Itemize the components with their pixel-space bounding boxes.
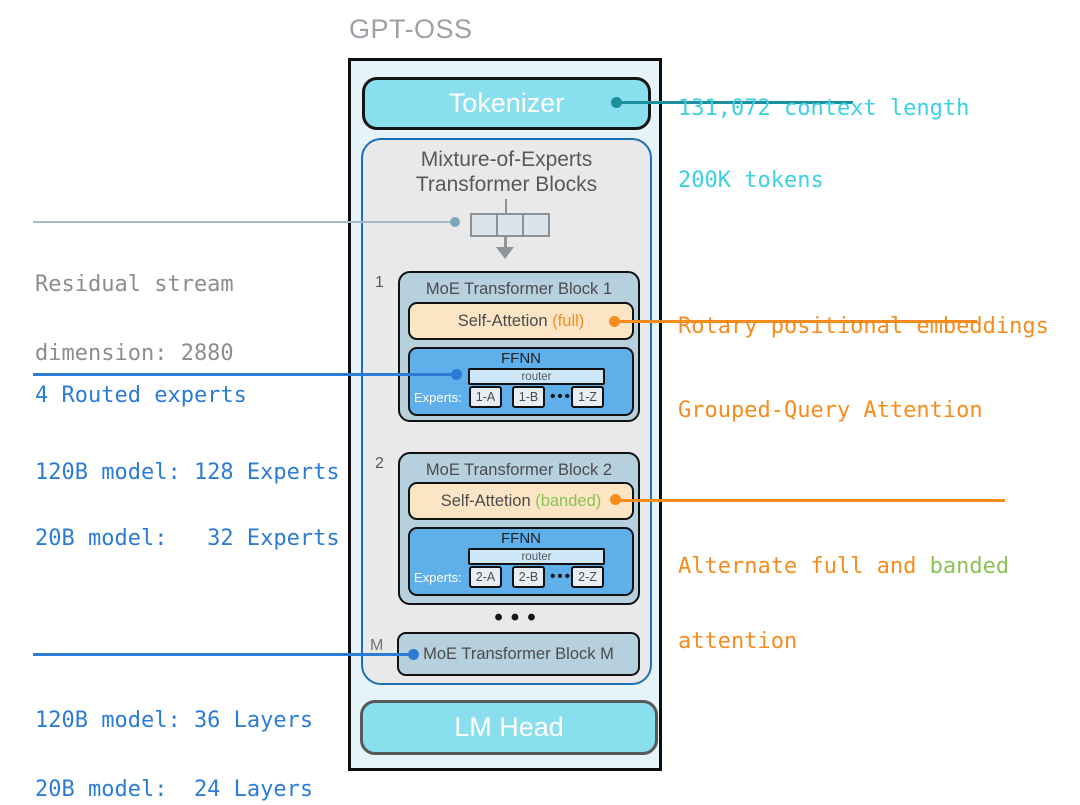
layers-callout-line — [33, 653, 414, 656]
alternate-attention-callout-dot — [610, 494, 621, 505]
attention-label: Self-Attetion — [457, 311, 553, 330]
moe-title-line1: Mixture-of-Experts — [420, 148, 593, 171]
context-length-annotation: 131,072 context length 200K tokens — [678, 96, 970, 193]
router-label: router — [521, 550, 552, 563]
ffnn-label: FFNN — [501, 350, 541, 367]
expert-box-2b: 2-B — [512, 566, 545, 588]
block-2-router-box: router — [468, 548, 605, 565]
ffnn-label: FFNN — [501, 530, 541, 547]
rotary-gqa-annotation: Rotary positional embeddings Grouped-Que… — [678, 314, 1049, 423]
token-cell — [522, 213, 550, 237]
residual-callout-line — [33, 221, 456, 223]
routed-experts-callout-line — [33, 373, 457, 376]
lm-head-label: LM Head — [454, 712, 564, 742]
router-label: router — [521, 370, 552, 383]
token-input-line — [505, 199, 507, 214]
block-1-title: MoE Transformer Block 1 — [425, 280, 613, 298]
block-2-title: MoE Transformer Block 2 — [425, 461, 613, 479]
expert-box-2z: 2-Z — [571, 566, 604, 588]
block-2-self-attention-box: Self-Attetion (banded) — [408, 482, 634, 520]
blocks-ellipsis: ••• — [494, 604, 544, 631]
tokenizer-box: Tokenizer — [362, 77, 651, 130]
experts-label: Experts: — [414, 570, 462, 585]
routed-experts-callout-dot — [451, 369, 462, 380]
block-m-index: M — [370, 637, 384, 654]
down-arrow-shaft — [504, 237, 507, 247]
attention-label: Self-Attetion — [440, 491, 536, 510]
block-m-title: MoE Transformer Block M — [423, 644, 614, 663]
tokenizer-label: Tokenizer — [448, 88, 565, 118]
block-1-ffnn-box: FFNN router Experts: 1-A 1-B ••• 1-Z — [408, 347, 634, 416]
attention-mode-banded: (banded) — [535, 491, 602, 510]
block-1-self-attention-box: Self-Attetion (full) — [408, 302, 634, 340]
alternate-attention-annotation: Alternate full and banded attention — [678, 554, 1010, 654]
block-2-index: 2 — [375, 455, 384, 472]
context-callout-dot — [611, 97, 622, 108]
experts-label: Experts: — [414, 390, 462, 405]
expert-box-1a: 1-A — [469, 386, 502, 408]
token-cell — [470, 213, 498, 237]
experts-count-annotation: 120B model: 128 Experts 20B model: 32 Ex… — [35, 460, 340, 551]
block-1-index: 1 — [375, 274, 384, 291]
moe-transformer-block-m: MoE Transformer Block M — [397, 632, 640, 676]
expert-box-1b: 1-B — [512, 386, 545, 408]
context-callout-line — [617, 101, 853, 104]
moe-transformer-block-1: MoE Transformer Block 1 Self-Attetion (f… — [398, 271, 640, 422]
down-arrow-icon — [496, 247, 514, 259]
expert-box-2a: 2-A — [469, 566, 502, 588]
block-2-ffnn-box: FFNN router Experts: 2-A 2-B ••• 2-Z — [408, 527, 634, 596]
moe-container-title: Mixture-of-Experts Transformer Blocks — [361, 147, 652, 197]
experts-ellipsis: ••• — [550, 568, 572, 585]
routed-experts-heading: 4 Routed experts — [35, 383, 247, 408]
moe-transformer-block-2: MoE Transformer Block 2 Self-Attetion (b… — [398, 452, 640, 605]
moe-title-line2: Transformer Blocks — [415, 173, 598, 196]
residual-stream-annotation: Residual stream dimension: 2880 — [35, 272, 234, 366]
attention-mode-full: (full) — [552, 311, 585, 330]
alternate-attention-callout-line — [615, 499, 1005, 502]
token-cell — [496, 213, 524, 237]
layers-count-annotation: 120B model: 36 Layers 20B model: 24 Laye… — [35, 708, 314, 802]
experts-ellipsis: ••• — [550, 388, 572, 405]
banded-word: banded — [929, 554, 1010, 579]
expert-box-1z: 1-Z — [571, 386, 604, 408]
token-cells — [470, 213, 550, 237]
rotary-callout-dot — [609, 316, 620, 327]
layers-callout-dot — [408, 649, 419, 660]
rotary-callout-line — [614, 320, 977, 323]
diagram-title: GPT-OSS — [349, 14, 473, 44]
residual-callout-dot — [450, 217, 460, 227]
lm-head-box: LM Head — [360, 700, 658, 755]
block-1-router-box: router — [468, 368, 605, 385]
